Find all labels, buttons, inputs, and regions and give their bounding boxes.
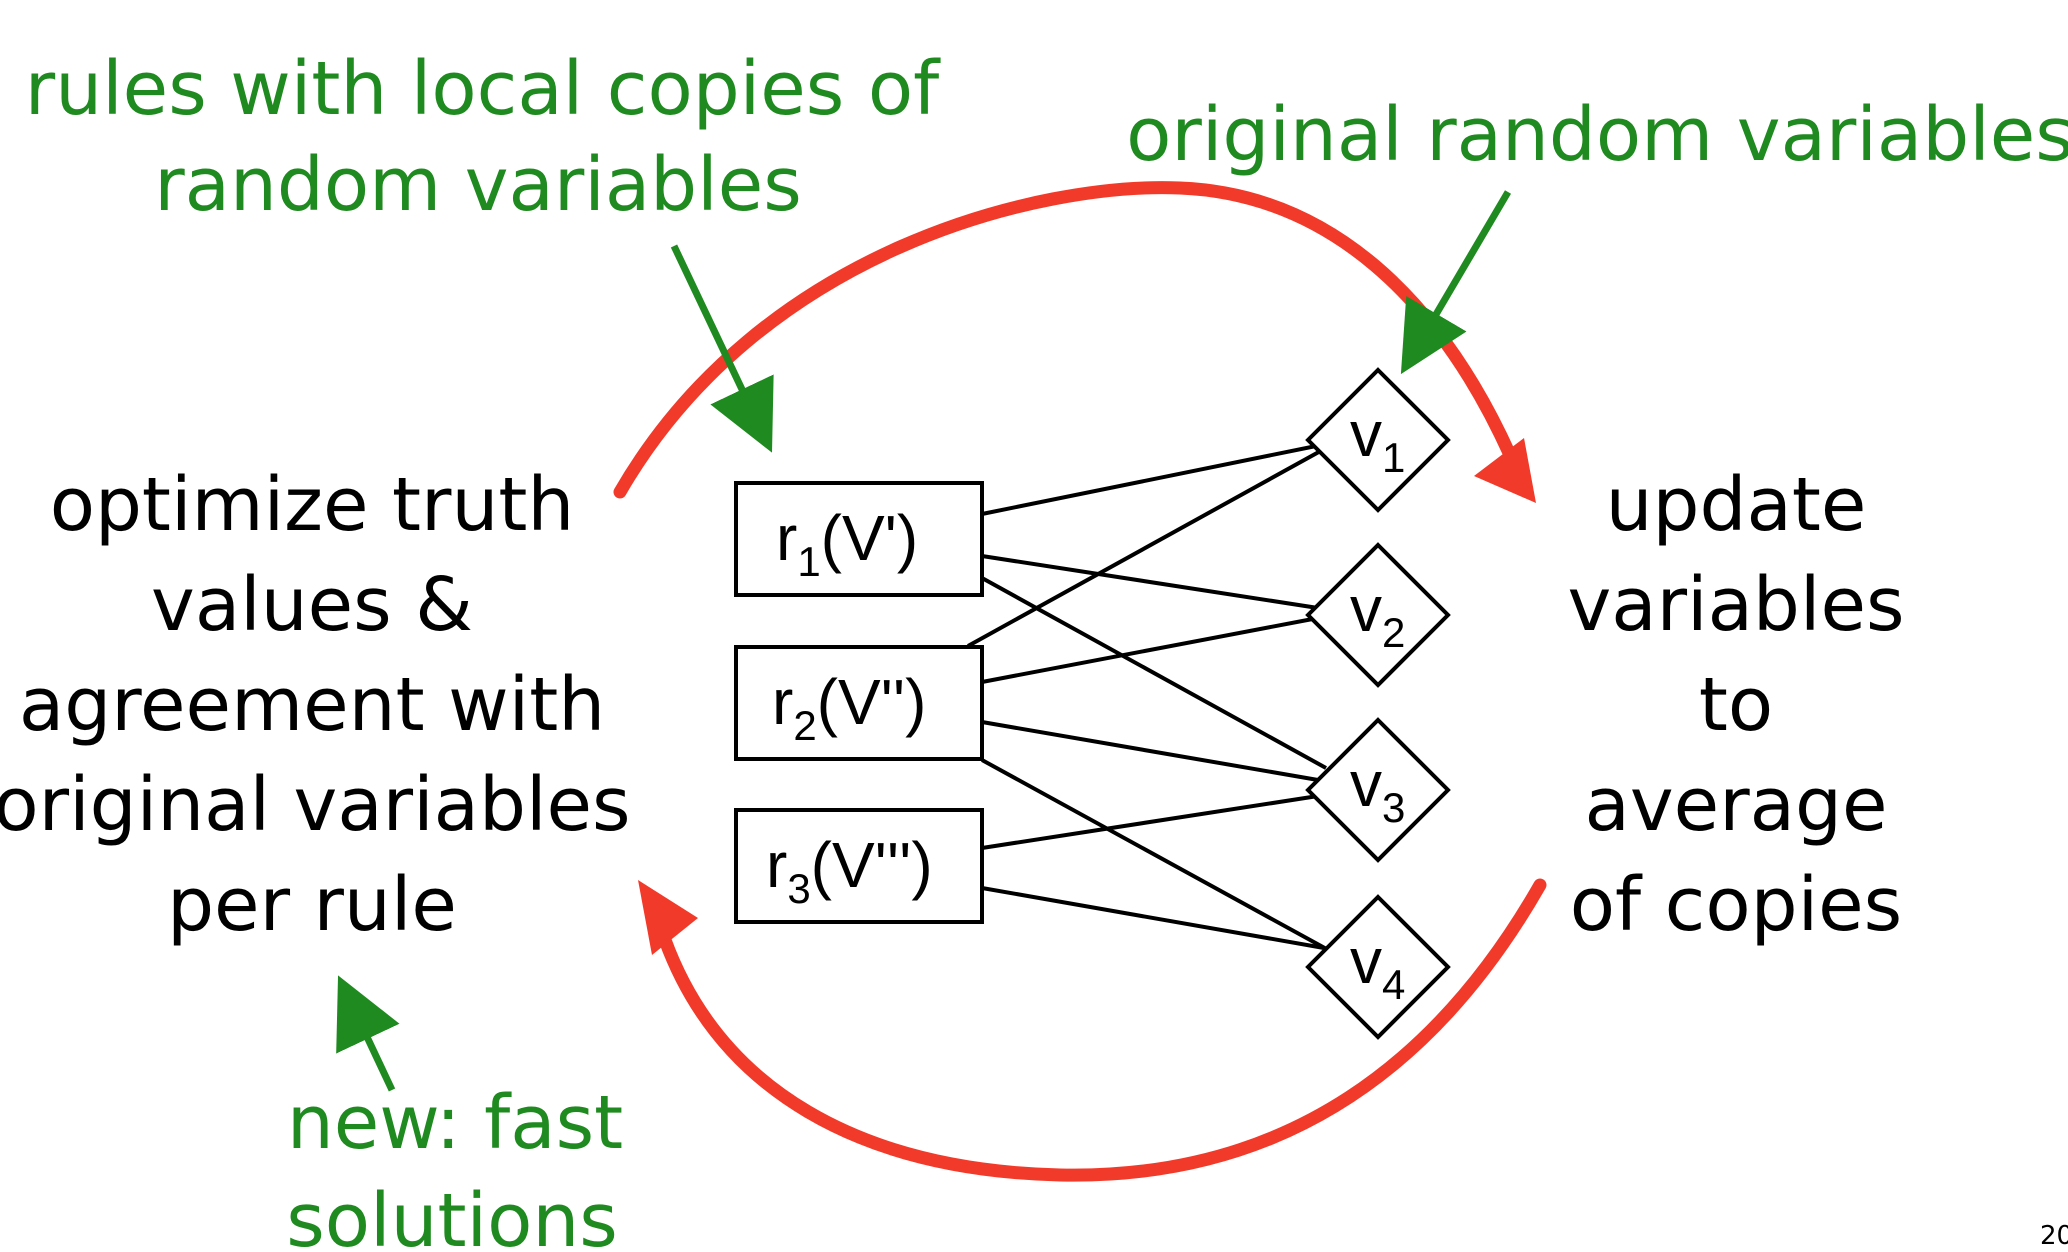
optimize-line-4: original variables (0, 762, 631, 848)
bottom-cycle-arrowhead (638, 880, 698, 955)
rule-node-r2: r2(V'') (734, 645, 984, 761)
svg-text:r3(V'''): r3(V''') (766, 829, 933, 912)
var-v2-sub: 2 (1382, 609, 1405, 656)
rules-pointer-arrow (670, 244, 774, 453)
rule-node-r1: r1(V') (734, 481, 984, 597)
new-fast-pointer-arrow (336, 975, 400, 1092)
bottom-cycle-arrow (658, 878, 1547, 1182)
new-fast-annotation: new: fast solutions (286, 1080, 623, 1252)
graph-edges (967, 442, 1333, 954)
variable-node-v1: v1 (1305, 367, 1451, 513)
rule-r1-base: r (776, 502, 797, 574)
update-line-3: to (1699, 662, 1773, 748)
svg-text:r2(V''): r2(V'') (772, 666, 926, 749)
rule-r2-arg: (V'') (817, 666, 927, 738)
edge-r1-v3 (981, 576, 1327, 770)
new-fast-line-2: solutions (286, 1178, 618, 1252)
svg-text:v4: v4 (1350, 925, 1405, 1008)
variable-node-v3: v3 (1305, 717, 1451, 863)
rule-node-r3: r3(V''') (734, 808, 984, 924)
edge-r2-v2 (981, 616, 1319, 684)
optimize-text: optimize truth values & agreement with o… (0, 462, 631, 948)
edge-r2-v4 (981, 758, 1333, 954)
rules-copies-line-1: rules with local copies of (25, 46, 941, 132)
rules-copies-annotation: rules with local copies of random variab… (25, 46, 941, 228)
update-text: update variables to average of copies (1567, 462, 1904, 948)
update-line-1: update (1606, 462, 1867, 548)
svg-text:v2: v2 (1350, 573, 1405, 656)
variable-node-v4: v4 (1305, 894, 1451, 1040)
var-v2-base: v (1350, 573, 1382, 645)
optimize-line-5: per rule (167, 862, 457, 948)
rule-r2-sub: 2 (793, 702, 816, 749)
rule-r2-base: r (772, 666, 793, 738)
rule-r3-arg: (V''') (811, 829, 933, 901)
new-fast-line-1: new: fast (287, 1080, 623, 1166)
update-line-4: average (1585, 762, 1888, 848)
original-vars-annotation: original random variables (1126, 92, 2068, 178)
slide-number: 20 (2040, 1221, 2068, 1251)
update-line-2: variables (1567, 562, 1904, 648)
rule-r1-sub: 1 (797, 538, 820, 585)
edge-r3-v4 (981, 886, 1325, 950)
edge-r1-v2 (981, 554, 1319, 610)
edge-r2-v3 (981, 720, 1319, 782)
green-pointers (336, 190, 1512, 1092)
edge-r1-v1 (981, 442, 1327, 516)
optimize-line-1: optimize truth (50, 462, 575, 548)
optimize-line-3: agreement with (19, 662, 605, 748)
optimize-line-2: values & (151, 562, 473, 648)
update-line-5: of copies (1570, 862, 1902, 948)
var-v1-sub: 1 (1382, 434, 1405, 481)
svg-text:v1: v1 (1350, 398, 1405, 481)
var-v4-base: v (1350, 925, 1382, 997)
rule-r1-arg: (V') (821, 502, 919, 574)
svg-text:r1(V'): r1(V') (776, 502, 918, 585)
original-vars-pointer-arrow (1400, 190, 1512, 375)
top-cycle-arrowhead (1474, 438, 1536, 503)
variable-node-v2: v2 (1305, 542, 1451, 688)
rule-r3-sub: 3 (787, 865, 810, 912)
edge-r2-v1 (967, 446, 1327, 648)
var-v3-sub: 3 (1382, 784, 1405, 831)
var-v4-sub: 4 (1382, 961, 1405, 1008)
rule-r3-base: r (766, 829, 787, 901)
edge-r3-v3 (981, 794, 1319, 850)
var-v1-base: v (1350, 398, 1382, 470)
rules-copies-line-2: random variables (154, 142, 802, 228)
svg-text:v3: v3 (1350, 748, 1405, 831)
var-v3-base: v (1350, 748, 1382, 820)
